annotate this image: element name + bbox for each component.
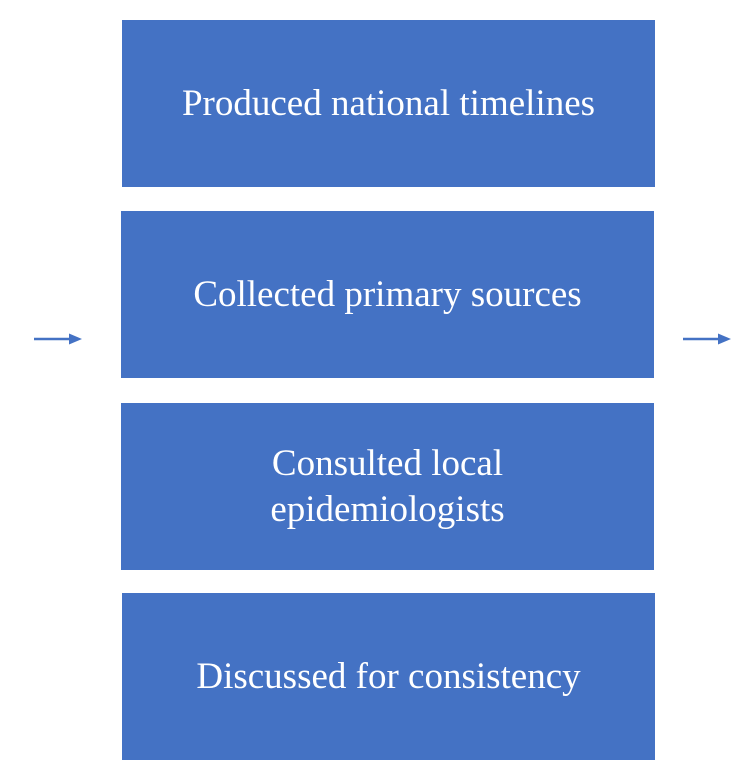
step-label: Produced national timelines — [181, 82, 596, 124]
step-box-discussed-for-consistency: Discussed for consistency — [122, 593, 655, 760]
step-box-collected-primary-sources: Collected primary sources — [121, 211, 654, 378]
input-arrow-icon — [34, 333, 82, 345]
output-arrow-icon — [683, 333, 731, 345]
step-box-produced-national-timelines: Produced national timelines — [122, 20, 655, 187]
step-label: Consulted local epidemiologists — [270, 442, 505, 530]
step-box-consulted-local-epidemiologists: Consulted local epidemiologists — [121, 403, 654, 570]
step-label: Collected primary sources — [193, 273, 582, 315]
step-label: Discussed for consistency — [196, 655, 581, 697]
